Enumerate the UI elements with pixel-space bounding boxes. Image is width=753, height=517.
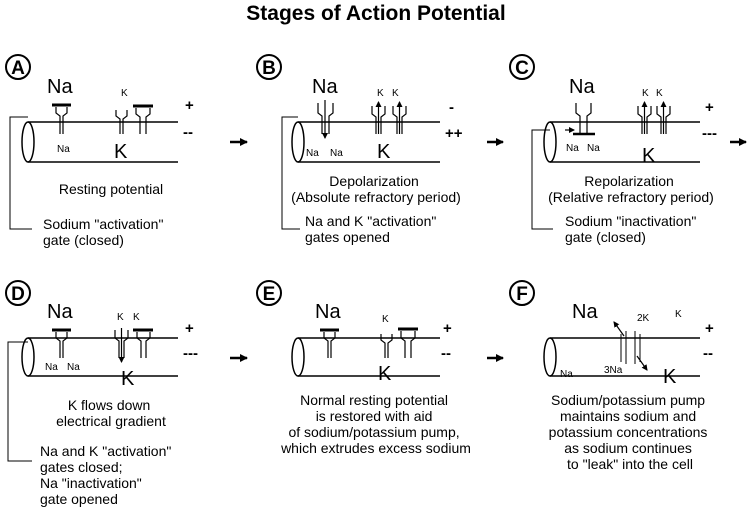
- panel-b-badge: B: [256, 54, 282, 80]
- panel-e-axon: [291, 337, 440, 377]
- panel-b-note: Na and K "activation" gates opened: [305, 213, 440, 245]
- svg-text:D: D: [11, 284, 25, 305]
- panel-b-k-small-label-1: K: [377, 88, 384, 99]
- panel-b-caption: Depolarization (Absolute refractory peri…: [291, 173, 461, 205]
- panel-c-na-inside-label-2: Na: [587, 143, 600, 154]
- panel-e-caption: Normal resting potential is restored wit…: [280, 392, 471, 456]
- panel-f-na-label: Na: [572, 301, 598, 323]
- panel-a-sodium-channel-closed: [52, 103, 71, 134]
- panel-a-na-inside-label: Na: [57, 144, 70, 155]
- panel-d-badge: D: [5, 280, 31, 306]
- panel-e-potassium-channel-closed: [380, 327, 418, 358]
- panel-e-badge: E: [256, 280, 282, 306]
- panel-f-axon: [543, 337, 700, 377]
- panel-b-outside-charge: -: [449, 99, 454, 116]
- panel-f-sodium-potassium-pump: [613, 321, 648, 371]
- panel-d-sodium-channel-closed: [52, 328, 71, 358]
- panel-f-badge: F: [509, 280, 535, 306]
- panel-c-outside-charge: +: [705, 99, 714, 116]
- panel-a-k-small-label: K: [121, 88, 128, 99]
- panel-c-k-small-label-2: K: [656, 88, 663, 99]
- panel-d-potassium-channels: [114, 328, 153, 363]
- panel-a-note: Sodium "activation" gate (closed): [43, 216, 167, 248]
- panel-f-pump-potassium-label: 2K: [637, 313, 650, 324]
- panel-d: D Na K K K Na Na + --- K flows down elec…: [5, 280, 198, 507]
- svg-text:B: B: [262, 58, 276, 79]
- panel-f-outside-charge: +: [705, 320, 714, 337]
- panel-a-potassium-channel-closed: [115, 104, 153, 134]
- panel-c-note: Sodium "inactivation" gate (closed): [565, 213, 700, 245]
- panel-a-badge: A: [5, 54, 31, 80]
- panel-c-k-small-label-1: K: [642, 88, 649, 99]
- panel-c-inside-charge: ---: [702, 125, 717, 142]
- panel-b-k-small-label-2: K: [392, 88, 399, 99]
- panel-e-outside-charge: +: [443, 320, 452, 337]
- svg-text:E: E: [263, 284, 276, 305]
- svg-text:F: F: [516, 284, 528, 305]
- panel-d-k-small-label-2: K: [133, 312, 140, 323]
- diagram-title: Stages of Action Potential: [246, 2, 505, 25]
- panel-f: F Na K K Na 2K 3Na + -- Sodium/potassium…: [509, 280, 714, 472]
- svg-text:C: C: [515, 58, 529, 79]
- panel-c-badge: C: [509, 54, 535, 80]
- panel-c-axon: [543, 121, 700, 163]
- panel-c-k-label: K: [642, 145, 656, 167]
- panel-c-callout-line: [531, 129, 553, 230]
- panel-d-caption: K flows down electrical gradient: [56, 397, 166, 429]
- panel-d-outside-charge: +: [185, 320, 194, 337]
- panel-a-k-label: K: [114, 141, 128, 163]
- panel-c-na-inside-label-1: Na: [566, 143, 579, 154]
- panel-b-potassium-channels-open: [371, 101, 407, 134]
- panel-b-na-inside-label-2: Na: [330, 148, 343, 159]
- panel-a-axon: [21, 121, 178, 163]
- svg-text:A: A: [11, 58, 25, 79]
- panel-f-k-label: K: [663, 366, 677, 388]
- panel-b-inside-charge: ++: [445, 125, 463, 142]
- panel-d-k-small-label-1: K: [117, 312, 124, 323]
- panel-d-note: Na and K "activation" gates closed; Na "…: [40, 443, 175, 507]
- panel-e-sodium-channel-closed: [320, 328, 339, 358]
- panel-d-na-label: Na: [47, 301, 73, 323]
- panel-d-callout-line: [7, 341, 32, 462]
- panel-c-potassium-channels-open: [637, 101, 671, 134]
- panel-e-k-label: K: [378, 363, 392, 385]
- panel-a: A Na K K Na + -- Resting potential Sodiu…: [5, 54, 194, 248]
- panel-b-callout-line: [281, 116, 300, 230]
- panel-e-na-label: Na: [315, 301, 341, 323]
- panel-f-pump-sodium-label: 3Na: [604, 365, 623, 376]
- panel-a-na-label: Na: [47, 76, 73, 98]
- panel-b: B Na K K K Na Na - ++ Depolarization (Ab…: [256, 54, 463, 245]
- panel-a-inside-charge: --: [183, 124, 193, 141]
- panel-f-k-small-label: K: [675, 309, 682, 320]
- panel-d-k-label: K: [121, 368, 135, 390]
- panel-c: C Na K K K Na Na + --- Repolarization (R…: [509, 54, 717, 245]
- panel-d-axon: [21, 337, 178, 377]
- panel-c-sodium-channel-inactivated: [565, 103, 595, 136]
- panel-d-na-inside-label-1: Na: [45, 362, 58, 373]
- panel-f-na-inside-label: Na: [560, 369, 573, 380]
- panel-d-na-inside-label-2: Na: [67, 362, 80, 373]
- panel-e: E Na K K + -- Normal resting potential i…: [256, 280, 471, 456]
- panel-d-inside-charge: ---: [183, 345, 198, 362]
- panel-b-na-label: Na: [312, 76, 338, 98]
- panel-e-k-small-label: K: [382, 314, 389, 325]
- panel-c-caption: Repolarization (Relative refractory peri…: [548, 173, 714, 205]
- panel-f-caption: Sodium/potassium pump maintains sodium a…: [549, 392, 712, 472]
- panel-b-sodium-channel-open: [317, 100, 334, 139]
- panel-a-caption: Resting potential: [59, 181, 163, 197]
- panel-b-na-inside-label-1: Na: [306, 148, 319, 159]
- panel-a-outside-charge: +: [185, 97, 194, 114]
- panel-a-callout-line: [9, 116, 32, 230]
- panel-e-inside-charge: --: [441, 345, 451, 362]
- panel-f-inside-charge: --: [703, 345, 713, 362]
- panel-c-na-label: Na: [569, 76, 595, 98]
- panel-b-k-label: K: [377, 141, 391, 163]
